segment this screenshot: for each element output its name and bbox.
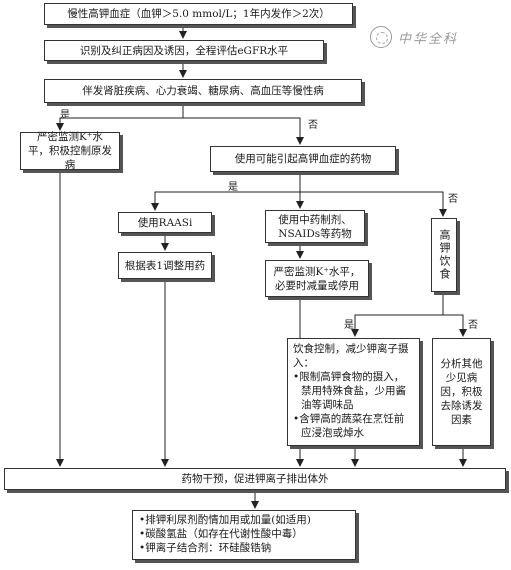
- node-identify-cause: 识别及纠正病因及诱因，全程评估eGFR水平: [44, 40, 324, 61]
- logo-seal-icon: [370, 26, 392, 48]
- node-high-k-diet: 高钾饮食: [431, 218, 457, 292]
- diet-control-title: 饮食控制，减少钾离子摄入：: [293, 343, 409, 369]
- edge-label-yes-2: 是: [228, 182, 238, 193]
- drug-option-item: •钾离子结合剂：环硅酸锆钠: [139, 542, 272, 554]
- node-diet-control: 饮食控制，减少钾离子摄入： •限制高钾食物的摄入，禁用特殊食盐，少用酱油等调味品…: [287, 338, 420, 446]
- drug-options-list: •排钾利尿剂酌情加用或加量(如适用) •碳酸氢盐（如存在代谢性酸中毒） •钾离子…: [139, 513, 349, 555]
- edge-label-no-3: 否: [468, 320, 478, 331]
- node-drug-options: •排钾利尿剂酌情加用或加量(如适用) •碳酸氢盐（如存在代谢性酸中毒） •钾离子…: [132, 510, 356, 560]
- node-raasi: 使用RAASi: [118, 212, 212, 233]
- node-hyperkalemia-drugs: 使用可能引起高钾血症的药物: [210, 146, 396, 172]
- node-comorbidities: 伴发肾脏疾病、心力衰竭、糖尿病、高血压等慢性病: [44, 79, 362, 103]
- diet-control-item: •含钾高的蔬菜在烹饪前应浸泡或焯水: [293, 413, 405, 439]
- node-chronic-hyperkalemia: 慢性高钾血症（血钾＞5.0 mmol/L；1年内发作＞2次）: [44, 3, 353, 25]
- drug-option-item: •排钾利尿剂酌情加用或加量(如适用): [139, 514, 311, 526]
- edge-label-no-1: 否: [308, 120, 318, 131]
- logo: 中华全科: [370, 26, 500, 48]
- diet-control-list: •限制高钾食物的摄入，禁用特殊食盐，少用酱油等调味品 •含钾高的蔬菜在烹饪前应浸…: [293, 370, 414, 440]
- node-monitor-k: 严密监测K⁺水平，积极控制原发病: [20, 131, 120, 171]
- diet-control-item: •限制高钾食物的摄入，禁用特殊食盐，少用酱油等调味品: [293, 371, 406, 411]
- node-monitor-reduce: 严密监测K⁺水平，必要时减量或停用: [265, 260, 369, 297]
- node-adjust-per-table1: 根据表1调整用药: [118, 252, 212, 279]
- edge-label-yes-3: 是: [344, 320, 354, 331]
- logo-text: 中华全科: [398, 31, 459, 47]
- node-drug-intervention: 药物干预，促进钾离子排出体外: [4, 468, 506, 490]
- edge-label-no-2: 否: [448, 194, 458, 205]
- edge-label-yes-1: 是: [60, 110, 70, 121]
- node-chinese-medicine-nsaids: 使用中药制剂、NSAIDs等药物: [265, 210, 365, 243]
- node-other-causes: 分析其他少见病因，积极去除诱发因素: [432, 338, 491, 446]
- drug-option-item: •碳酸氢盐（如存在代谢性酸中毒）: [139, 528, 303, 540]
